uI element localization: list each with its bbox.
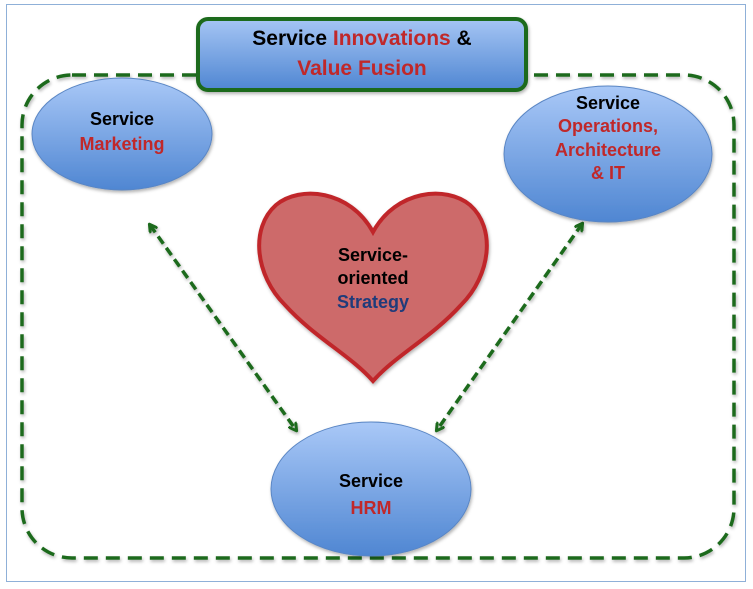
node-strategy-line3: Strategy <box>336 291 410 312</box>
boundary-dashed <box>20 73 736 560</box>
node-strategy-line2: oriented <box>337 268 409 289</box>
node-hrm-line2: HRM <box>350 497 392 518</box>
title-value-fusion: Value Fusion <box>297 57 427 81</box>
node-operations-line1: Service <box>575 93 641 113</box>
title-word-innovations: Innovations <box>332 27 451 50</box>
strategy-heart <box>257 191 489 385</box>
node-marketing-ellipse <box>31 77 213 191</box>
node-operations: Service Operations, Architecture & IT <box>504 92 712 186</box>
node-strategy: Service- oriented Strategy <box>293 244 453 314</box>
node-operations-line2: Operations, <box>557 116 659 137</box>
node-operations-ellipse <box>503 85 713 223</box>
node-hrm: Service HRM <box>281 470 461 519</box>
node-marketing-line2: Marketing <box>79 133 165 154</box>
node-operations-line3: Architecture <box>554 139 662 160</box>
node-marketing: Service Marketing <box>32 108 212 155</box>
node-marketing-line1: Service <box>89 109 155 129</box>
node-hrm-ellipse <box>270 421 472 557</box>
title-word-service: Service <box>252 27 328 50</box>
title-ampersand: & <box>456 27 472 50</box>
title-box <box>196 17 528 92</box>
title-label: Service Innovations & Value Fusion <box>198 26 526 83</box>
node-operations-line4: & IT <box>591 163 625 184</box>
node-strategy-line1: Service- <box>337 245 409 265</box>
node-hrm-line1: Service <box>338 471 404 491</box>
